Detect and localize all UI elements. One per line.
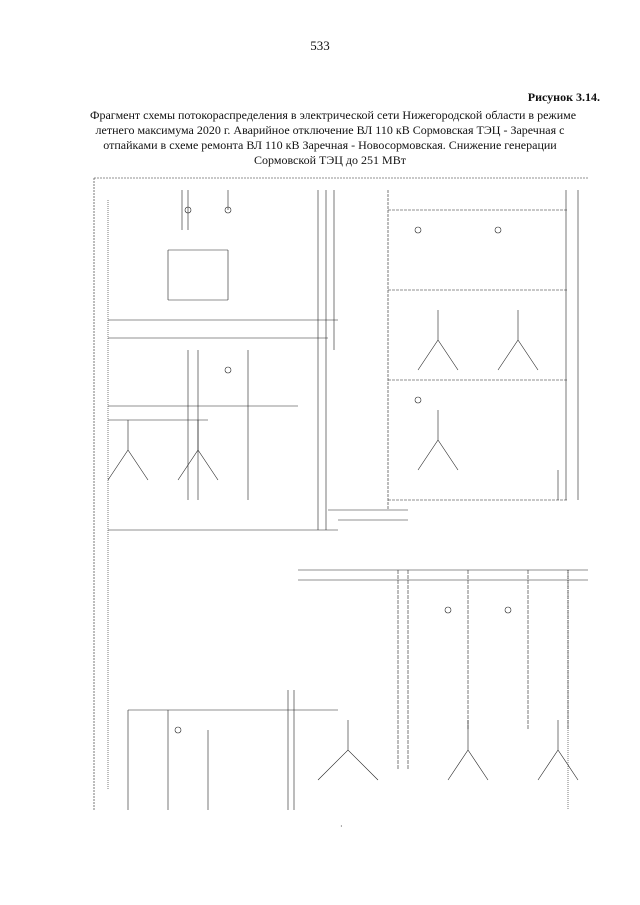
breaker-symbol (494, 226, 502, 234)
breaker-symbol (224, 366, 232, 374)
caption-line: летнего максимума 2020 г. Аварийное откл… (95, 123, 565, 137)
transformer-symbol (497, 310, 539, 371)
breaker-symbol (504, 606, 512, 614)
bus-line (127, 709, 338, 810)
caption-line: Фрагмент схемы потокораспределения в эле… (90, 108, 577, 122)
figure-caption: Фрагмент схемы потокораспределения в эле… (90, 108, 577, 168)
bus-line (108, 319, 338, 421)
footer-dot: · (340, 822, 343, 831)
bus-line (187, 350, 249, 500)
caption-line: отпайками в схеме ремонта ВЛ 110 кВ Заре… (103, 138, 557, 152)
breaker-symbol (174, 726, 182, 734)
bus-line (317, 190, 335, 530)
figure-label: Рисунок 3.14. (527, 90, 600, 104)
breaker-symbol (184, 206, 192, 214)
breaker-symbol (224, 206, 232, 214)
bus-line (167, 249, 229, 301)
bus-line (397, 570, 569, 770)
transformer-symbol (177, 420, 219, 481)
caption-line: Сормовской ТЭЦ до 251 МВт (254, 153, 406, 167)
breaker-symbol (414, 226, 422, 234)
breaker-symbol (414, 396, 422, 404)
breaker-symbol (444, 606, 452, 614)
bus-line (387, 190, 568, 510)
transformer-symbol (417, 410, 459, 471)
transformer-symbol (537, 720, 579, 781)
bus-line (107, 200, 569, 810)
bus-line (181, 190, 229, 230)
transformer-symbol (107, 420, 149, 481)
diagram-frame (93, 177, 588, 810)
transformer-symbol (417, 310, 459, 371)
power-flow-diagram (93, 177, 588, 810)
transformer-symbol (447, 720, 489, 781)
page-number: 533 (310, 38, 330, 53)
bus-line (557, 190, 579, 500)
transformer-symbol (317, 720, 379, 781)
bus-line (287, 569, 588, 810)
bus-line (108, 509, 408, 531)
